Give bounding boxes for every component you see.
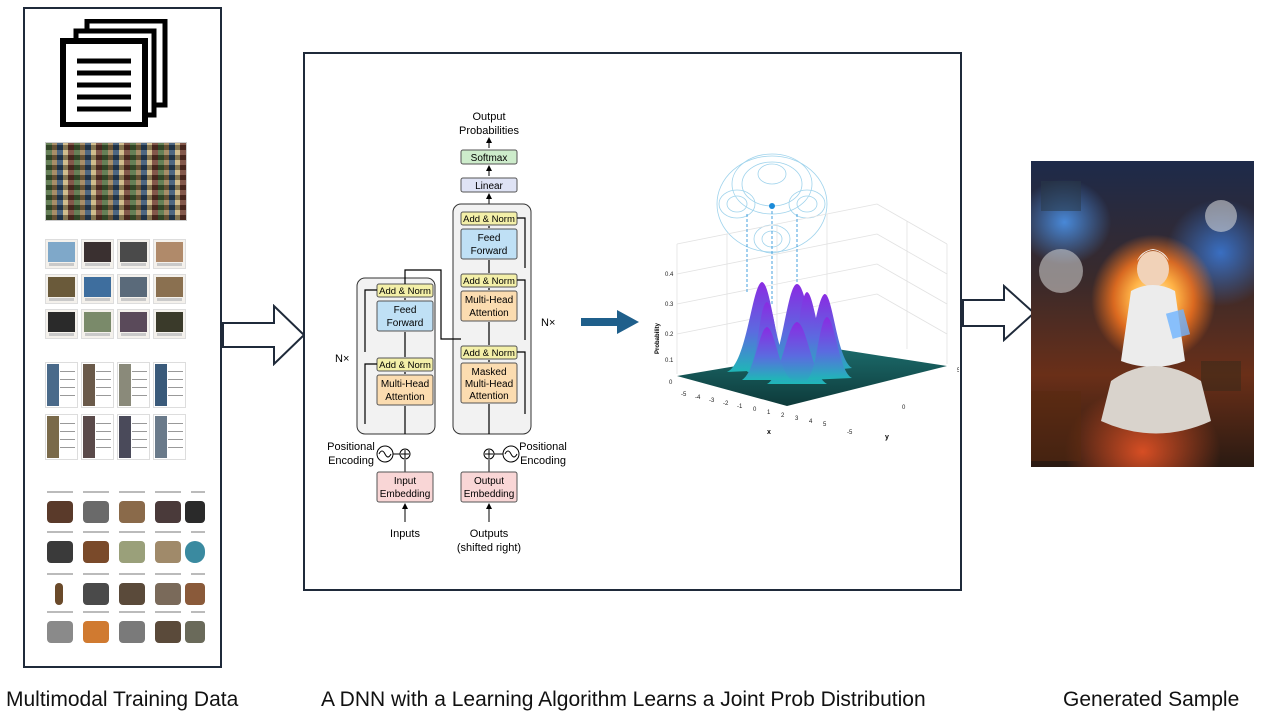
input-embedding-block — [376, 471, 434, 503]
encoder-add-norm-1: Add & Norm — [379, 360, 431, 371]
svg-text:0: 0 — [753, 407, 757, 413]
output-embedding-2: Embedding — [464, 489, 515, 500]
encoder-mha-1: Multi-Head — [381, 379, 429, 390]
masked-mha-1: Masked — [471, 367, 506, 378]
positional-encoding-right-1: Positional — [519, 441, 567, 453]
z-axis-label: Probability — [655, 322, 661, 354]
svg-text:2: 2 — [781, 413, 785, 419]
decoder-add-norm-2: Add & Norm — [463, 276, 515, 287]
svg-text:-2: -2 — [723, 401, 729, 407]
output-probabilities-label: Output — [472, 111, 505, 123]
positional-encoding-left-2: Encoding — [328, 455, 374, 467]
svg-text:0.4: 0.4 — [665, 272, 674, 278]
outputs-label-2: (shifted right) — [457, 542, 521, 554]
image-caption-thumbnail — [45, 362, 187, 462]
svg-text:0: 0 — [902, 405, 906, 411]
masked-mha-3: Attention — [469, 391, 508, 402]
svg-text:0.2: 0.2 — [665, 332, 674, 338]
input-embedding-1: Input — [394, 476, 416, 487]
svg-text:5: 5 — [823, 422, 827, 428]
svg-text:1: 1 — [767, 410, 771, 416]
input-embedding-2: Embedding — [380, 489, 431, 500]
svg-text:-3: -3 — [709, 398, 715, 404]
inputs-label: Inputs — [390, 528, 420, 540]
encoder-add-norm-2: Add & Norm — [379, 286, 431, 297]
output-embedding-block — [460, 471, 518, 503]
hollow-arrow-right-icon-2 — [962, 284, 1036, 342]
dnn-panel: Output Probabilities Softmax Linear Add … — [303, 52, 962, 591]
encoder-feed-forward-1: Feed — [394, 305, 417, 316]
decoder-feed-forward-2: Forward — [471, 246, 508, 257]
object-dataset-thumbnail — [45, 489, 205, 659]
positional-encoding-left-1: Positional — [327, 441, 375, 453]
softmax-label: Softmax — [471, 153, 508, 164]
outputs-label-1: Outputs — [470, 528, 509, 540]
document-stack-icon — [60, 19, 168, 127]
y-axis-ticks: -5 0 5 — [847, 368, 959, 436]
z-axis-ticks: 0.4 0.3 0.2 0.1 0 — [665, 272, 674, 386]
transformer-diagram: Output Probabilities Softmax Linear Add … — [327, 111, 567, 554]
encoder-feed-forward-2: Forward — [387, 318, 424, 329]
svg-text:-4: -4 — [695, 395, 701, 401]
svg-text:-5: -5 — [847, 430, 853, 436]
positional-encoding-right-2: Encoding — [520, 455, 566, 467]
svg-text:0.3: 0.3 — [665, 302, 674, 308]
blue-arrow-right-icon — [581, 310, 639, 334]
decoder-add-norm-3: Add & Norm — [463, 214, 515, 225]
joint-probability-surface-plot: 0.4 0.3 0.2 0.1 0 Probability -5 -4 -3 -… — [655, 153, 959, 441]
right-caption: Generated Sample — [1063, 688, 1240, 711]
y-axis-label: y — [885, 434, 889, 441]
video-grid-thumbnail — [45, 239, 187, 339]
x-axis-ticks: -5 -4 -3 -2 -1 0 1 2 3 4 5 — [681, 392, 827, 428]
generated-sample-image — [1031, 161, 1254, 467]
masked-mha-2: Multi-Head — [465, 379, 513, 390]
decoder-nx-label: N× — [541, 317, 555, 329]
x-axis-label: x — [767, 429, 771, 436]
training-data-panel — [23, 7, 222, 668]
output-embedding-1: Output — [474, 476, 504, 487]
svg-text:-1: -1 — [737, 404, 743, 410]
decoder-add-norm-1: Add & Norm — [463, 348, 515, 359]
encoder-nx-label: N× — [335, 353, 349, 365]
hollow-arrow-right-icon — [222, 304, 306, 366]
surface-peaks — [727, 282, 852, 384]
image-mosaic-thumbnail — [45, 142, 187, 221]
linear-label: Linear — [475, 181, 503, 192]
linear-block — [460, 177, 518, 193]
svg-text:5: 5 — [957, 368, 959, 374]
decoder-mha-2: Attention — [469, 308, 508, 319]
softmax-block — [460, 149, 518, 165]
middle-caption: A DNN with a Learning Algorithm Learns a… — [321, 688, 926, 711]
svg-text:-5: -5 — [681, 392, 687, 398]
left-caption: Multimodal Training Data — [6, 688, 239, 711]
output-probabilities-label-2: Probabilities — [459, 125, 519, 137]
encoder-mha-2: Attention — [385, 392, 424, 403]
decoder-feed-forward-1: Feed — [478, 233, 501, 244]
decoder-mha-1: Multi-Head — [465, 295, 513, 306]
svg-text:0.1: 0.1 — [665, 358, 674, 364]
svg-text:0: 0 — [669, 380, 673, 386]
svg-text:4: 4 — [809, 419, 813, 425]
svg-text:3: 3 — [795, 416, 799, 422]
